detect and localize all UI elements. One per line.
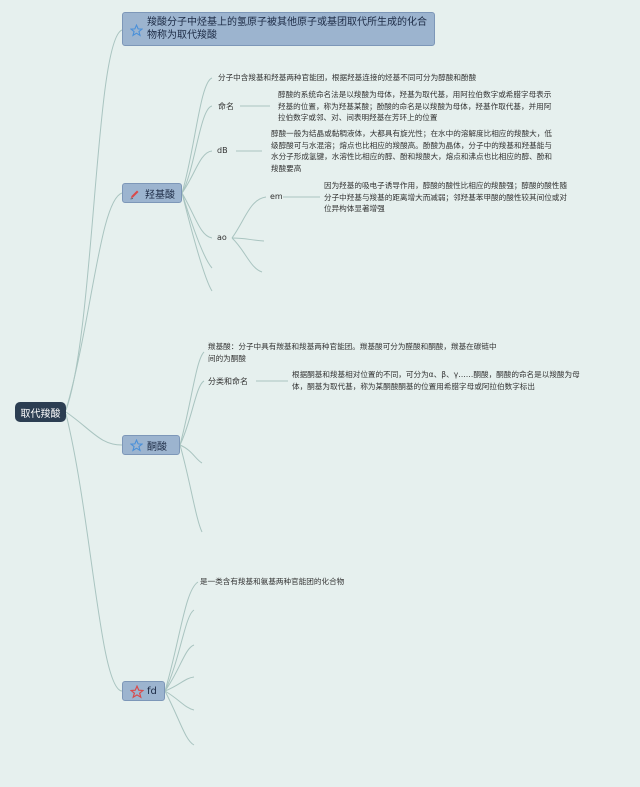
root-node[interactable]: 取代羧酸 [15, 402, 66, 422]
keto-classify-label: 分类和命名 [208, 377, 248, 386]
definition-text: 羧酸分子中烃基上的氢原子被其他原子或基团取代所生成的化合物称为取代羧酸 [147, 17, 427, 41]
hydroxy-chem-text: 因为羟基的吸电子诱导作用，醇酸的酸性比相应的羧酸强；醇酸的酸性随分子中羟基与羧基… [324, 181, 567, 214]
star-icon [130, 24, 143, 37]
amino-intro: 是一类含有羧基和氨基两种官能团的化合物 [200, 577, 345, 586]
hydroxy-chem-label: ao [217, 233, 227, 242]
branch-amino-acid[interactable]: fd [122, 681, 165, 701]
root-label: 取代羧酸 [20, 408, 61, 420]
hydroxy-props-text: 醇酸一般为结晶或黏稠液体，大都具有旋光性；在水中的溶解度比相应的羧酸大，低级醇酸… [271, 129, 552, 173]
star-icon [130, 439, 143, 452]
keto-classify-text: 根据酮基和羧基相对位置的不同，可分为α、β、γ……酮酸，酮酸的命名是以羧酸为母体… [292, 370, 580, 391]
branch-keto-acid-label: 酮酸 [147, 441, 167, 453]
branch-hydroxy-acid-label: 羟基酸 [145, 189, 175, 201]
hydroxy-props-label: dB [217, 146, 228, 155]
hydroxy-chem-sublabel: em [270, 192, 283, 201]
definition-node[interactable]: 羧酸分子中烃基上的氢原子被其他原子或基团取代所生成的化合物称为取代羧酸 [122, 12, 435, 46]
star-icon [130, 685, 144, 699]
branch-amino-acid-label: fd [147, 685, 157, 697]
hydroxy-intro: 分子中含羧基和羟基两种官能团，根据羟基连接的烃基不同可分为醇酸和酚酸 [218, 73, 477, 82]
hydroxy-naming-text: 醇酸的系统命名法是以羧酸为母体，羟基为取代基，用阿拉伯数字或希腊字母表示羟基的位… [278, 90, 552, 123]
branch-hydroxy-acid[interactable]: 羟基酸 [122, 183, 182, 203]
keto-intro: 羰基酸：分子中具有羰基和羧基两种官能团。羰基酸可分为醛酸和酮酸，羰基在碳链中间的… [208, 342, 497, 363]
branch-keto-acid[interactable]: 酮酸 [122, 435, 180, 455]
hydroxy-naming-label: 命名 [218, 102, 234, 111]
pencil-icon [130, 190, 139, 200]
